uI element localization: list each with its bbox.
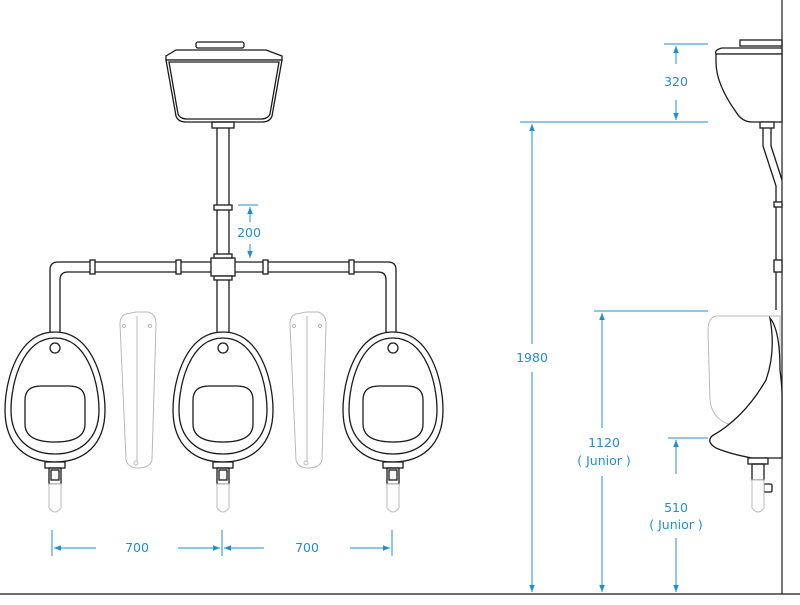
urinal-bowl: [172, 331, 274, 513]
flush-pipe: [49, 128, 397, 344]
dimension-label-200: 200: [237, 225, 261, 240]
privacy-screen-left: [119, 311, 157, 469]
dimension-label-510-note: ( Junior ): [649, 517, 703, 532]
dimension-label-700-left: 700: [125, 540, 149, 555]
urinal-bowl: [342, 331, 444, 513]
dimension-label-320: 320: [664, 74, 688, 89]
dimension-lip-height: 510 ( Junior ): [649, 437, 708, 592]
dimension-total-height: 1980: [516, 121, 708, 592]
side-urinal: [709, 315, 783, 513]
side-elevation: 320 1980 1120 ( Junior ) 510 ( Junior ): [516, 0, 783, 594]
dimension-spacing: 700 700: [51, 530, 393, 556]
dimension-pipe-drop: 200: [237, 204, 261, 258]
privacy-screen-right: [289, 311, 327, 469]
side-cistern: [714, 39, 783, 129]
dimension-label-1120-note: ( Junior ): [577, 453, 631, 468]
dimension-rim-height: 1120 ( Junior ): [577, 310, 708, 592]
side-flush-pipe: [762, 128, 783, 310]
cistern: [165, 41, 283, 129]
front-elevation: 200 700 700: [0, 41, 800, 595]
dimension-label-700-right: 700: [295, 540, 319, 555]
dimension-label-510: 510: [664, 500, 688, 515]
urinal-bowl: [4, 331, 106, 513]
dimension-cistern-height: 320: [664, 43, 708, 120]
dimension-label-1120: 1120: [588, 435, 620, 450]
dimension-label-1980: 1980: [516, 350, 548, 365]
